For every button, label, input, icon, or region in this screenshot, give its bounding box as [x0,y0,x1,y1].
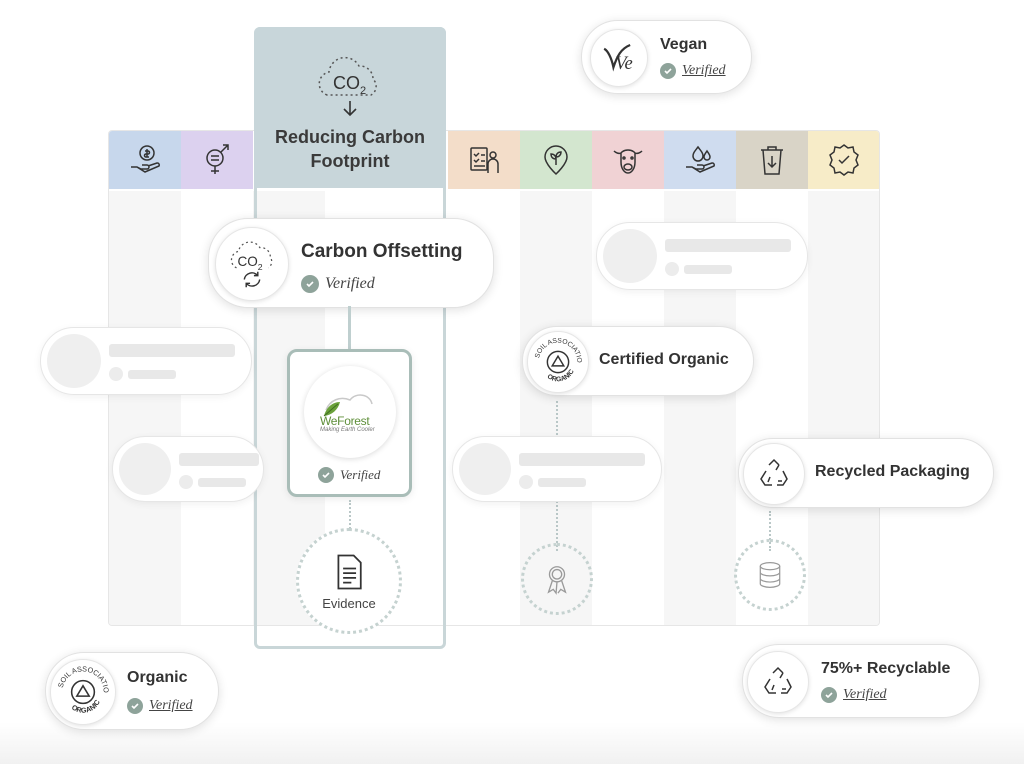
verified-text: Verified [843,687,887,702]
check-icon [301,275,319,293]
certified-organic-badge[interactable]: SOIL ASSOCIATION ORGANIC Certified Organ… [522,326,754,396]
column-title-line2: Footprint [310,151,390,171]
carbon-offsetting-badge[interactable]: CO 2 Carbon Offsetting Verified [208,218,494,308]
co2-subscript: 2 [258,262,263,272]
database-evidence-node[interactable] [734,539,806,611]
column-title: Reducing Carbon Footprint [254,125,446,173]
co2-cycle-icon: CO 2 [215,227,289,301]
category-labour[interactable] [448,131,520,189]
check-icon [821,687,837,703]
gender-icon [206,144,229,174]
badge-label: Certified Organic [599,351,729,368]
check-icon [660,63,676,79]
placeholder-badge [112,436,264,502]
column-stripe [808,191,879,625]
weforest-name: WeForest [320,414,370,428]
weforest-evidence-card[interactable]: WeForest Making Earth Cooler Verified [287,349,412,497]
column-title-line1: Reducing Carbon [274,127,425,147]
verified-text: Verified [340,467,381,482]
category-animal-welfare[interactable] [592,131,664,189]
co2-text: CO [333,73,360,93]
water-hand-icon [686,145,716,173]
evidence-node[interactable]: Evidence [296,528,402,634]
plant-pin-icon [544,145,568,176]
verified-status[interactable]: Verified [318,467,380,483]
category-plant-based[interactable] [520,131,592,189]
placeholder-badge [40,327,252,395]
evidence-label: Evidence [322,595,376,611]
connector-line [769,511,771,551]
svg-text:ORGANIC: ORGANIC [546,368,576,383]
placeholder-badge [596,222,808,290]
category-water[interactable] [664,131,736,189]
award-evidence-node[interactable] [521,543,593,615]
badge-label: Recycled Packaging [815,463,970,480]
category-reducing-carbon-footprint[interactable]: CO 2 Reducing Carbon Footprint [254,27,446,188]
soil-association-logo: SOIL ASSOCIATION ORGANIC [50,659,116,725]
checklist-person-icon [470,147,499,173]
soil-association-logo: SOIL ASSOCIATION ORGANIC [527,331,589,393]
recycle-icon [747,651,809,713]
weforest-logo: WeForest Making Earth Cooler [304,366,396,458]
co2-cloud-icon: CO 2 [318,56,377,117]
verified-status[interactable]: Verified [301,275,375,293]
co2-subscript: 2 [360,85,366,97]
category-certifications[interactable] [808,131,879,189]
badge-label: Organic [127,669,188,686]
recycle-icon [743,443,805,505]
recyclable-badge[interactable]: 75%+ Recyclable Verified [742,644,980,718]
badge-label: 75%+ Recyclable [821,660,951,677]
badge-label: Vegan [660,36,708,53]
verified-status[interactable]: Verified [660,63,726,79]
award-badge-icon [829,144,859,176]
verified-text: Verified [149,698,193,713]
recycled-packaging-badge[interactable]: Recycled Packaging [738,438,994,508]
organic-badge[interactable]: SOIL ASSOCIATION ORGANIC Organic Verifie… [45,652,219,730]
organic-text: ORGANIC [546,368,576,383]
verified-status[interactable]: Verified [821,687,887,703]
ribbon-award-icon [547,566,567,595]
co2-text: CO [238,254,258,269]
category-waste[interactable] [736,131,808,189]
category-finance[interactable] [109,131,181,189]
connector-line [348,306,351,350]
vegan-logo-text: Ve [615,53,633,74]
connector-line [349,500,351,536]
category-gender-equality[interactable] [181,131,253,189]
cow-icon [613,149,643,174]
weforest-tagline: Making Earth Cooler [320,427,375,433]
placeholder-badge [452,436,662,502]
vegan-badge[interactable]: Ve Vegan Verified [581,20,752,94]
verified-text: Verified [682,63,726,78]
column-stripe [109,191,181,625]
verified-status[interactable]: Verified [127,698,193,714]
bin-icon [761,146,783,175]
check-icon [318,467,334,483]
database-icon [759,562,781,588]
verified-text: Verified [325,275,375,292]
money-hand-icon [131,145,161,173]
badge-label: Carbon Offsetting [301,241,463,262]
document-icon [337,554,362,589]
check-icon [127,698,143,714]
vegan-logo-icon: Ve [590,29,648,87]
